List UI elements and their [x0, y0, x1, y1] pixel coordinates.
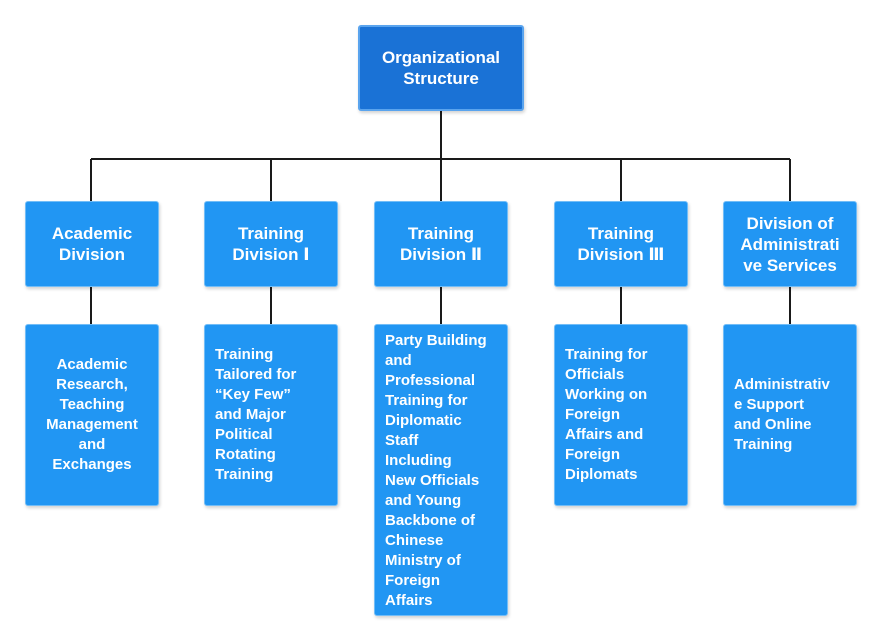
- division-node-admin: Division of Administrati ve Services: [723, 201, 857, 287]
- division-description: Administrativ e Support and Online Train…: [734, 376, 830, 453]
- division-node-academic: Academic Division: [25, 201, 159, 287]
- division-description: Training for Officials Working on Foreig…: [565, 346, 648, 483]
- root-label: Organizational Structure: [381, 48, 501, 88]
- description-node-training-3: Training for Officials Working on Foreig…: [554, 324, 688, 506]
- division-description: Party Building and Professional Training…: [385, 332, 487, 609]
- division-title: Training Division Ⅱ: [399, 224, 483, 264]
- description-node-academic: Academic Research, Teaching Management a…: [25, 324, 159, 506]
- division-title: Training Division Ⅲ: [577, 224, 665, 264]
- description-node-admin: Administrativ e Support and Online Train…: [723, 324, 857, 506]
- description-node-training-2: Party Building and Professional Training…: [374, 324, 508, 616]
- division-node-training-3: Training Division Ⅲ: [554, 201, 688, 287]
- division-node-training-1: Training Division Ⅰ: [204, 201, 338, 287]
- division-title: Division of Administrati ve Services: [740, 213, 840, 275]
- description-node-training-1: Training Tailored for “Key Few” and Majo…: [204, 324, 338, 506]
- division-description: Training Tailored for “Key Few” and Majo…: [215, 346, 297, 483]
- division-title: Training Division Ⅰ: [232, 224, 310, 264]
- division-node-training-2: Training Division Ⅱ: [374, 201, 508, 287]
- division-title: Academic Division: [51, 224, 133, 264]
- division-description: Academic Research, Teaching Management a…: [46, 356, 138, 473]
- root-node: Organizational Structure: [358, 25, 524, 111]
